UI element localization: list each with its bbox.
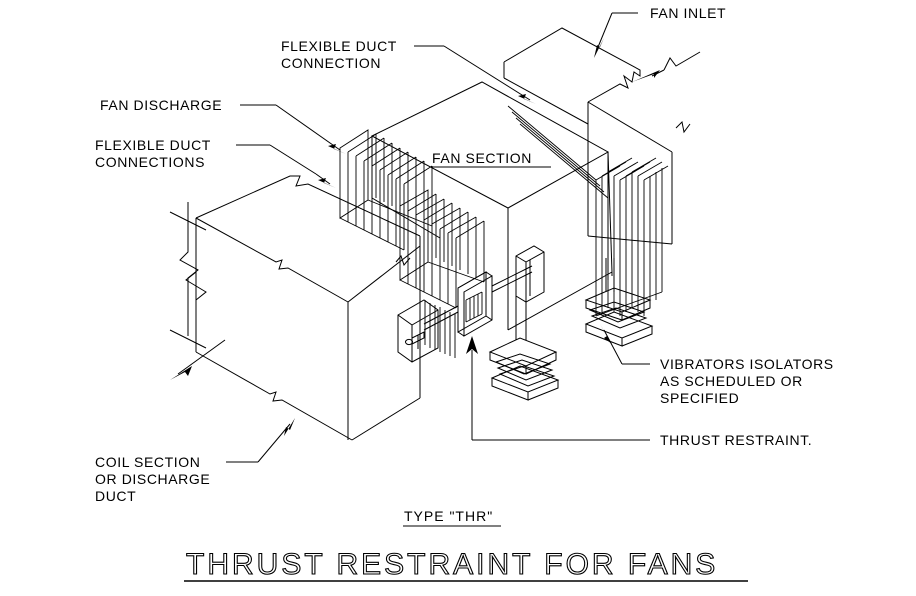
leader-thrust-restraint [466, 336, 650, 441]
flexible-duct-bellows-inlet [507, 105, 669, 317]
drawing-title: THRUST RESTRAINT FOR FANS [186, 548, 718, 581]
fan-section-label: FAN SECTION [432, 150, 532, 166]
label-flexible-duct-connections-line1: FLEXIBLE DUCT [95, 137, 211, 153]
label-coil-section-line1: COIL SECTION [95, 454, 200, 470]
leader-coil-section [226, 418, 295, 463]
fan-inlet-housing [503, 27, 691, 245]
leader-vibrators-isolators [600, 324, 650, 365]
fan-section-label-group: FAN SECTION [431, 150, 551, 168]
vibration-isolator-rear [584, 258, 654, 347]
label-flexible-duct-connection-line1: FLEXIBLE DUCT [281, 38, 397, 54]
leader-fan-inlet-secondary [632, 51, 701, 82]
leader-fan-inlet [594, 12, 638, 58]
drawing-subtitle-group: TYPE "THR" [403, 508, 501, 527]
leader-flexible-duct-connection [414, 45, 536, 104]
coil-section-break-lines [169, 202, 226, 380]
label-vibrators-isolators-line1: VIBRATORS ISOLATORS [660, 356, 834, 372]
label-vibrators-isolators-line2: AS SCHEDULED OR [660, 373, 803, 389]
coil-section-housing [185, 175, 421, 441]
label-coil-section-line2: OR DISCHARGE [95, 471, 210, 487]
thrust-restraint-assembly [397, 245, 545, 363]
vibration-isolator-front [488, 288, 560, 401]
label-vibrators-isolators-line3: SPECIFIED [660, 390, 739, 406]
leader-fan-discharge [240, 104, 346, 154]
flexible-duct-bellows-upper [339, 129, 433, 251]
label-fan-discharge: FAN DISCHARGE [100, 97, 222, 113]
label-fan-inlet: FAN INLET [650, 5, 726, 21]
label-flexible-duct-connections-line2: CONNECTIONS [95, 154, 205, 170]
flexible-duct-bellows-lower [399, 189, 485, 358]
drawing-subtitle: TYPE "THR" [404, 508, 493, 524]
label-flexible-duct-connection-line2: CONNECTION [281, 55, 381, 71]
label-coil-section-line3: DUCT [95, 488, 136, 504]
drawing-title-group: THRUST RESTRAINT FOR FANS [184, 547, 748, 582]
label-thrust-restraint: THRUST RESTRAINT. [660, 432, 812, 448]
leader-flexible-duct-connections [236, 144, 336, 188]
